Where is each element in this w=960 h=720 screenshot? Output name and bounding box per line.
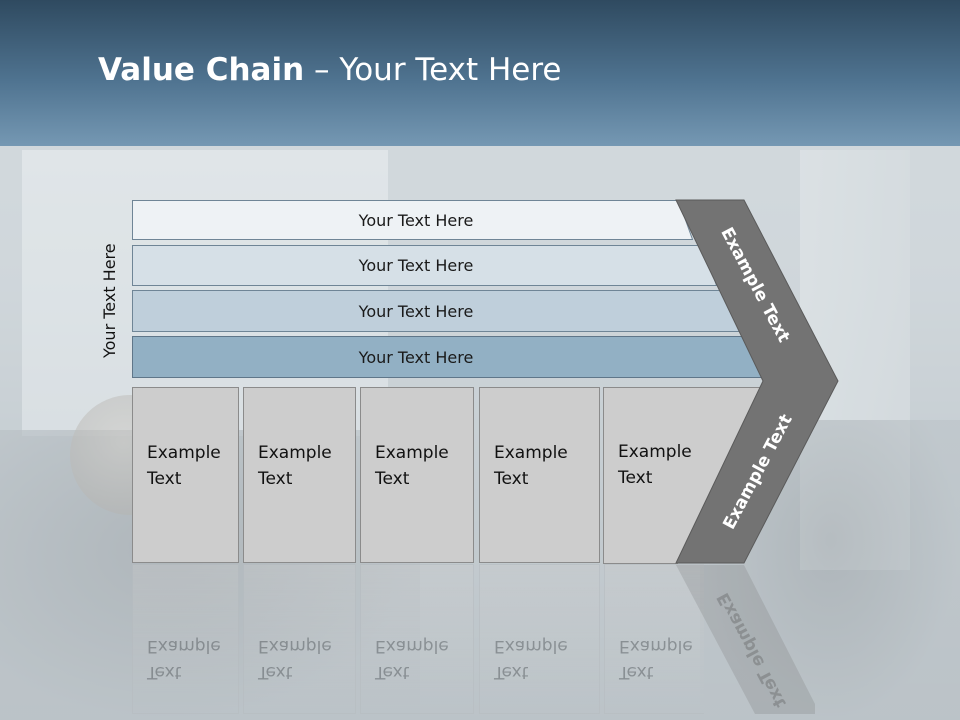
header-band bbox=[0, 0, 960, 146]
reflection-line2: Text bbox=[258, 662, 293, 682]
column-line1: Example bbox=[618, 442, 692, 462]
chevron-arrow bbox=[675, 199, 839, 564]
reflection: Text Example Text Example Text Example Text… bbox=[0, 564, 960, 720]
column-line1: Example bbox=[375, 443, 449, 463]
column-line2: Text bbox=[375, 469, 410, 489]
reflection-line1: Example bbox=[258, 636, 332, 656]
reflection-line2: Text bbox=[147, 662, 182, 682]
title-rest: – Your Text Here bbox=[304, 52, 562, 88]
stripe-label: Your Text Here bbox=[358, 210, 474, 230]
stripe-label: Your Text Here bbox=[358, 301, 474, 321]
reflection-chevron bbox=[676, 565, 815, 714]
column-line2: Text bbox=[618, 468, 653, 488]
column-line2: Text bbox=[258, 469, 293, 489]
column-line1: Example bbox=[258, 443, 332, 463]
stripe-label: Your Text Here bbox=[358, 256, 474, 275]
side-label-text: Your Text Here bbox=[100, 243, 119, 358]
column-line1: Example bbox=[494, 443, 568, 463]
stripe-4: Your Text Here bbox=[132, 336, 764, 378]
reflection-line1: Example bbox=[147, 636, 221, 656]
reflection-line2: Text bbox=[494, 662, 529, 682]
stripe-label: Your Text Here bbox=[358, 347, 474, 367]
stripe-1: Your Text Here bbox=[132, 200, 693, 240]
column-line1: Example bbox=[147, 443, 221, 463]
stripe-2: Your Text Here bbox=[132, 245, 717, 286]
column-line2: Text bbox=[147, 469, 182, 489]
slide-title: Value Chain – Your Text Here bbox=[98, 52, 561, 88]
title-bold: Value Chain bbox=[98, 52, 305, 88]
column-line2: Text bbox=[494, 469, 529, 489]
stripe-3: Your Text Here bbox=[132, 290, 740, 332]
reflection-line2: Text bbox=[375, 662, 410, 682]
reflection-line1: Example bbox=[375, 636, 449, 656]
reflection-line1: Example bbox=[494, 636, 568, 656]
